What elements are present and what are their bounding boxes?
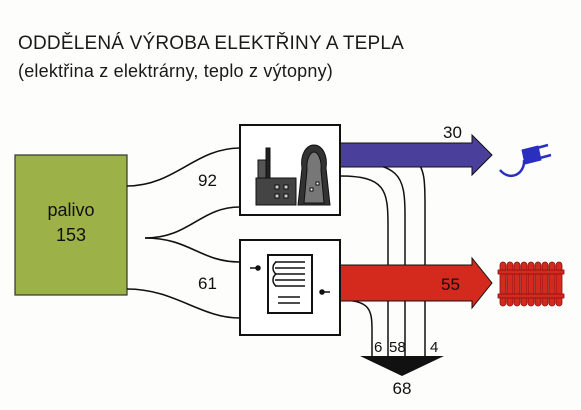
loss-power-plant-b-label: 58 (389, 339, 406, 356)
heating-plant-input-label: 61 (198, 274, 217, 293)
heat-flow-arrow (339, 256, 493, 310)
fuel-box (14, 154, 128, 296)
heating-plant-box (239, 239, 341, 336)
loss-power-plant-label: 6 (374, 339, 382, 356)
fuel-flow-lines (126, 147, 241, 319)
loss-line-third (339, 175, 389, 358)
fuel-value: 153 (56, 225, 86, 245)
electricity-output-label: 30 (443, 123, 462, 142)
flow-line-power-upper (126, 147, 241, 187)
loss-heating-plant-label: 4 (430, 339, 438, 356)
loss-flow-arrow (360, 356, 444, 376)
power-plant-input-label: 92 (198, 171, 217, 190)
flow-line-heat-upper (144, 237, 241, 263)
power-plant-box (239, 124, 341, 216)
loss-line-outer (339, 145, 426, 358)
power-plant-icon (255, 144, 331, 206)
flow-line-heat-lower (126, 288, 241, 319)
electric-plug-icon (499, 143, 552, 178)
boiler-icon (250, 254, 330, 314)
electricity-flow-arrow (339, 133, 493, 177)
loss-total-label: 68 (393, 379, 412, 398)
fuel-label: palivo (47, 200, 94, 220)
heat-output-label: 55 (441, 275, 460, 294)
loss-line-heat (339, 299, 373, 358)
loss-flow-lines (339, 145, 426, 358)
radiator-icon (497, 261, 565, 307)
flow-line-power-lower (144, 206, 241, 239)
diagram-subtitle: (elektřina z elektrárny, teplo z výtopny… (18, 61, 333, 81)
diagram-title: ODDĚLENÁ VÝROBA ELEKTŘINY A TEPLA (18, 33, 405, 54)
